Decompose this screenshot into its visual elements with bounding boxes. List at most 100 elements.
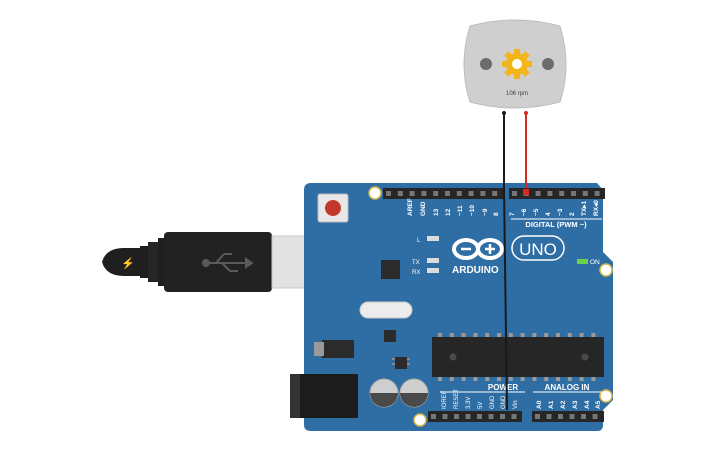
led-rx: RX bbox=[412, 268, 439, 276]
mount-hole bbox=[368, 186, 382, 200]
analog-pin-label: A1 bbox=[548, 400, 555, 409]
header-pin-hole[interactable] bbox=[480, 191, 486, 196]
header-pin-hole[interactable] bbox=[512, 191, 517, 196]
header-pin-hole[interactable] bbox=[559, 191, 565, 196]
led-tx: TX bbox=[412, 258, 439, 266]
usb-interface-chip bbox=[381, 260, 400, 279]
led-l: L bbox=[417, 236, 439, 244]
header-pin-hole[interactable] bbox=[582, 191, 588, 196]
header-pin-hole[interactable] bbox=[535, 191, 541, 196]
voltage-regulator-small bbox=[395, 357, 407, 369]
uno-badge bbox=[511, 235, 565, 261]
header-pin-hole[interactable] bbox=[445, 191, 450, 196]
arduino-brand-text: ARDUINO bbox=[452, 265, 499, 276]
power-pin-label: 3.3V bbox=[466, 397, 472, 409]
header-pin-hole[interactable] bbox=[465, 414, 471, 419]
digital-pin-label: ~3 bbox=[557, 208, 564, 216]
header-pin-hole[interactable] bbox=[569, 414, 575, 419]
digital-pin-label: ~6 bbox=[521, 208, 528, 216]
digital-pwm-title: DIGITAL (PWM ~) bbox=[525, 220, 587, 229]
header-pin-hole[interactable] bbox=[433, 191, 439, 196]
digital-pin-label: 12 bbox=[445, 208, 452, 216]
digital-pin-header[interactable] bbox=[383, 188, 605, 199]
header-pin-hole[interactable] bbox=[500, 414, 505, 419]
digital-pin-label: RX◂0 bbox=[593, 200, 600, 216]
dc-power-jack[interactable] bbox=[290, 374, 358, 418]
header-pin-hole[interactable] bbox=[535, 414, 540, 419]
motor-speed-label: 106 rpm bbox=[506, 91, 528, 97]
voltage-regulator bbox=[314, 340, 354, 358]
small-chip bbox=[384, 330, 396, 342]
uno-model-text: UNO bbox=[519, 240, 557, 259]
header-pin-hole[interactable] bbox=[547, 191, 553, 196]
header-pin-hole[interactable] bbox=[488, 414, 494, 419]
digital-pin-label: ~5 bbox=[533, 208, 540, 216]
header-pin-hole[interactable] bbox=[477, 414, 482, 419]
svg-text:TX: TX bbox=[412, 260, 420, 266]
header-pin-hole[interactable] bbox=[454, 414, 459, 419]
digital-pin-label: AREF bbox=[407, 198, 414, 216]
header-pin-hole[interactable] bbox=[492, 191, 498, 196]
digital-pin-label: 13 bbox=[433, 208, 440, 216]
header-pin-hole[interactable] bbox=[421, 191, 427, 196]
capacitor bbox=[369, 378, 399, 408]
header-pin-hole[interactable] bbox=[546, 414, 552, 419]
header-pin-hole[interactable] bbox=[409, 191, 415, 196]
black-wire[interactable] bbox=[503, 112, 508, 411]
arduino-infinity-logo bbox=[452, 238, 504, 260]
gear-icon bbox=[502, 49, 532, 79]
power-pin-header[interactable] bbox=[428, 411, 522, 422]
on-label: ON bbox=[590, 259, 600, 266]
analog-pin-label: A5 bbox=[595, 400, 602, 409]
power-pin-label: GND bbox=[501, 395, 507, 409]
power-pin-label: IOREF bbox=[442, 390, 448, 409]
header-pin-hole[interactable] bbox=[442, 414, 448, 419]
mount-hole bbox=[599, 389, 613, 403]
analog-pin-label: A4 bbox=[584, 400, 591, 409]
header-pin-hole[interactable] bbox=[571, 191, 576, 196]
digital-pin-label: 4 bbox=[545, 212, 552, 216]
motor-wires[interactable] bbox=[502, 111, 529, 411]
header-pin-hole[interactable] bbox=[468, 191, 474, 196]
header-pin-hole[interactable] bbox=[558, 414, 563, 419]
digital-pin-label: 8 bbox=[493, 212, 500, 216]
header-pin-hole[interactable] bbox=[592, 414, 598, 419]
reset-button[interactable] bbox=[317, 193, 349, 223]
analog-title: ANALOG IN bbox=[545, 383, 590, 392]
svg-text:L: L bbox=[417, 238, 421, 244]
digital-pin-label: 2 bbox=[569, 212, 576, 216]
digital-pin-label: ~10 bbox=[469, 205, 476, 216]
digital-pin-label: 7 bbox=[509, 212, 516, 216]
power-led bbox=[577, 259, 588, 264]
header-pin-hole[interactable] bbox=[397, 191, 403, 196]
mount-hole bbox=[599, 263, 613, 277]
capacitor bbox=[399, 378, 429, 408]
motor-mount-hole-left bbox=[480, 58, 492, 70]
dc-motor[interactable]: 106 rpm bbox=[463, 19, 567, 109]
header-pin-hole[interactable] bbox=[431, 414, 436, 419]
digital-pin-label: TX▸1 bbox=[581, 200, 588, 216]
digital-pin-label: GND bbox=[420, 201, 427, 216]
atmega-chip bbox=[432, 333, 604, 381]
power-pin-label: GND bbox=[490, 395, 496, 409]
power-pin-label: Vin bbox=[513, 400, 519, 409]
analog-pin-labels: A0 A1 A2 A3 A4 A5 bbox=[536, 400, 602, 409]
analog-pin-label: A2 bbox=[560, 400, 567, 409]
svg-text:RX: RX bbox=[412, 270, 420, 276]
power-pin-label: 5V bbox=[478, 402, 484, 409]
mount-hole bbox=[413, 413, 427, 427]
analog-pin-label: A3 bbox=[572, 400, 579, 409]
crystal-oscillator bbox=[359, 301, 413, 319]
header-pin-hole[interactable] bbox=[456, 191, 462, 196]
header-pin-hole[interactable] bbox=[594, 191, 600, 196]
header-pin-hole[interactable] bbox=[581, 414, 586, 419]
analog-pin-label: A0 bbox=[536, 400, 543, 409]
header-pin-hole[interactable] bbox=[386, 191, 391, 196]
header-pin-hole[interactable] bbox=[511, 414, 517, 419]
usb-symbol-icon bbox=[202, 253, 254, 272]
digital-pin-label: ~9 bbox=[482, 208, 489, 216]
analog-pin-header[interactable] bbox=[532, 411, 604, 422]
